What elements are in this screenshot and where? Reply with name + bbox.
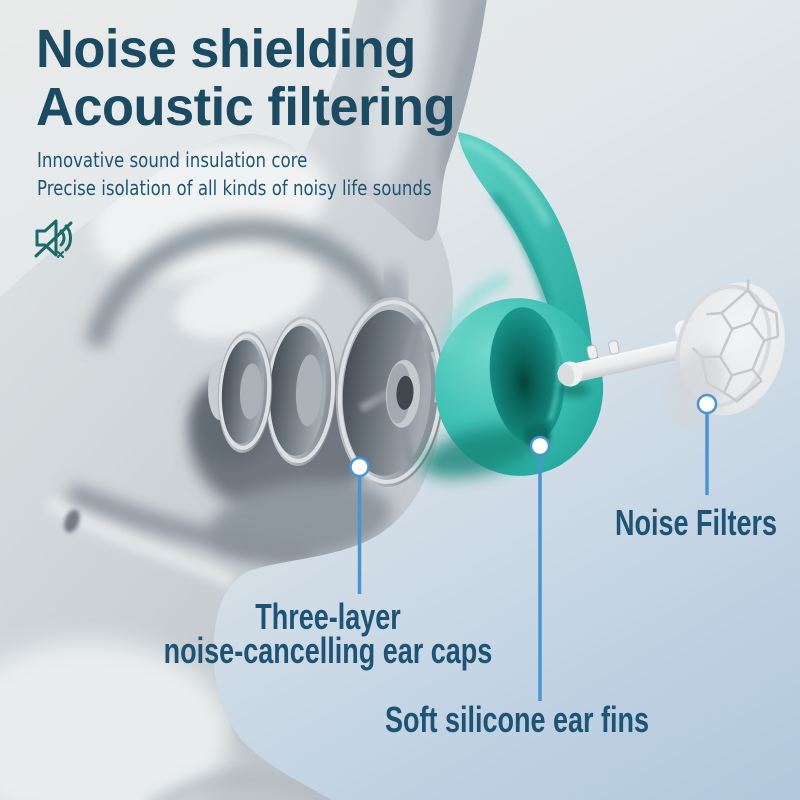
page-title: Noise shielding Acoustic filtering bbox=[36, 19, 456, 137]
title-line-1: Noise shielding bbox=[36, 19, 416, 79]
ear-cap-middle bbox=[265, 316, 337, 466]
callout-dot-ear-fins bbox=[529, 435, 551, 457]
title-line-2: Acoustic filtering bbox=[36, 77, 456, 137]
muted-speaker-icon bbox=[34, 219, 73, 258]
callouts bbox=[349, 393, 718, 701]
filter-ball bbox=[668, 279, 785, 430]
subtitle-line-1: Innovative sound insulation core bbox=[37, 148, 308, 172]
noise-filter bbox=[557, 279, 785, 430]
label-ear-caps-line1: Three-layer bbox=[255, 596, 401, 637]
ear-cap-inner bbox=[217, 331, 273, 453]
silicone-ear-fin bbox=[421, 132, 604, 478]
ear-caps bbox=[208, 297, 445, 487]
label-noise-filters: Noise Filters bbox=[614, 502, 778, 543]
subtitle-line-2: Precise isolation of all kinds of noisy … bbox=[37, 176, 432, 200]
page-subtitle: Innovative sound insulation core Precise… bbox=[37, 146, 432, 202]
ear-cap-outer bbox=[335, 297, 445, 487]
label-ear-fins: Soft silicone ear fins bbox=[384, 699, 650, 740]
label-ear-caps: Three-layer noise-cancelling ear caps bbox=[109, 599, 547, 671]
callout-dot-noise-filters bbox=[696, 393, 718, 415]
callout-dot-ear-caps bbox=[349, 456, 370, 478]
label-ear-caps-line2: noise-cancelling ear caps bbox=[163, 630, 493, 671]
